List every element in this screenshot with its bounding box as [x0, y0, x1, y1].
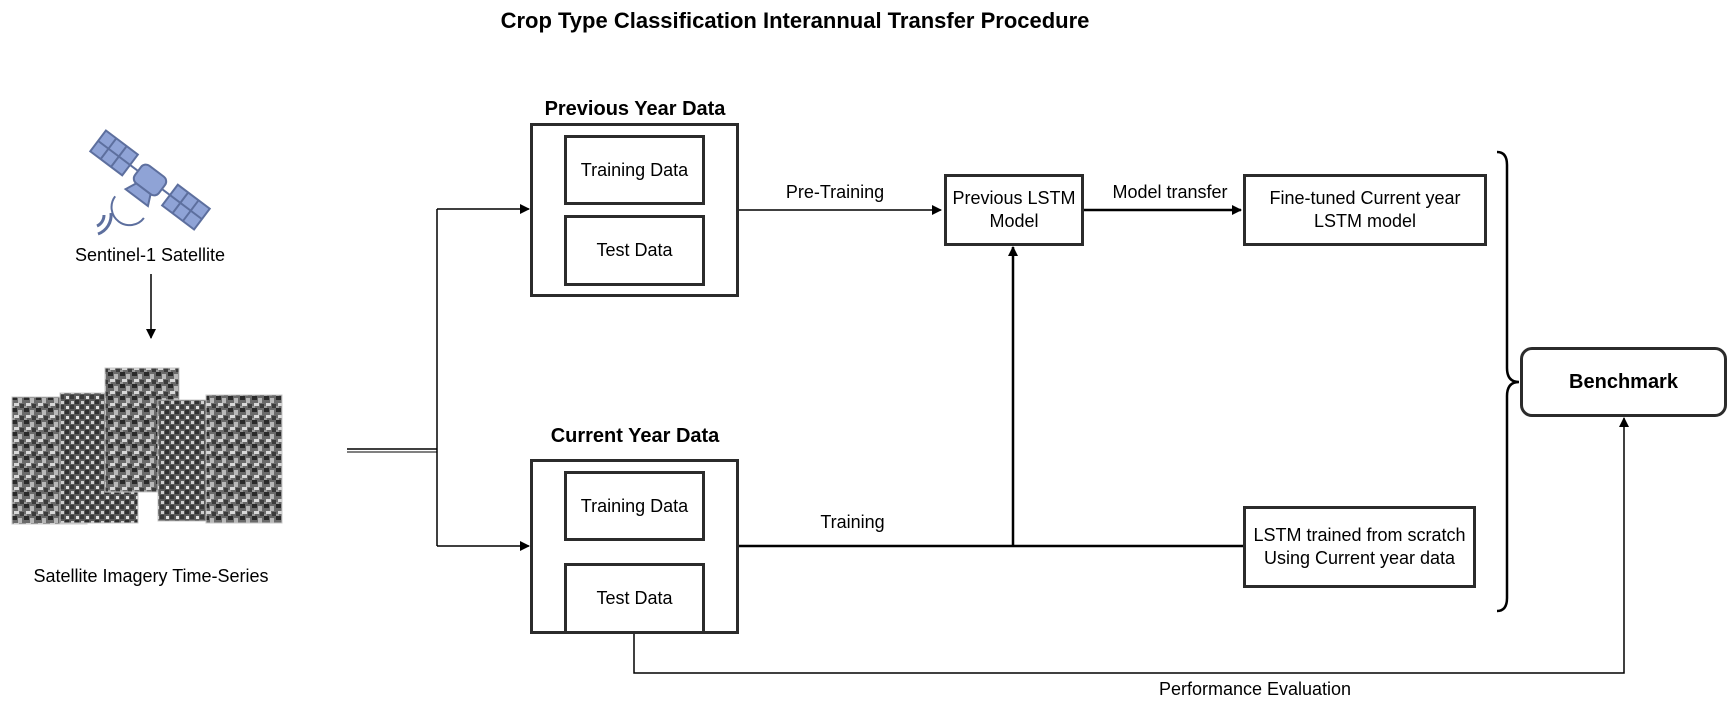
- current-year-title: Current Year Data: [550, 425, 720, 447]
- previous-lstm-model-box: Previous LSTM Model: [944, 174, 1084, 246]
- fine-tuned-model-line-1: Fine-tuned Current year: [1269, 188, 1461, 208]
- satellite-icon: [88, 129, 212, 231]
- previous-lstm-model-line-2: Model: [989, 211, 1039, 231]
- current-training-data-label: Training Data: [580, 495, 689, 516]
- diagram-title: Crop Type Classification Interannual Tra…: [500, 8, 1090, 33]
- previous-training-data-label: Training Data: [580, 159, 689, 180]
- current-training-data-box: Training Data: [564, 471, 705, 541]
- benchmark-box: Benchmark: [1520, 347, 1727, 417]
- previous-test-data-box: Test Data: [564, 215, 705, 286]
- current-test-data-box: Test Data: [564, 563, 705, 634]
- previous-year-title: Previous Year Data: [544, 98, 726, 120]
- pre-training-label: Pre-Training: [785, 182, 885, 202]
- benchmark-label: Benchmark: [1569, 370, 1678, 393]
- satellite-imagery-stack: [11, 367, 283, 525]
- training-label: Training: [820, 512, 885, 532]
- fine-tuned-model-line-2: LSTM model: [1313, 211, 1417, 231]
- fine-tuned-model-box: Fine-tuned Current year LSTM model: [1243, 174, 1487, 246]
- performance-evaluation-label: Performance Evaluation: [1158, 679, 1352, 699]
- current-test-data-label: Test Data: [596, 588, 673, 608]
- scratch-model-line-1: LSTM trained from scratch: [1253, 525, 1466, 545]
- satellite-label: Sentinel-1 Satellite: [74, 245, 226, 265]
- previous-test-data-label: Test Data: [596, 240, 673, 260]
- benchmark-brace: [1496, 150, 1520, 613]
- previous-year-group: [530, 123, 739, 297]
- model-transfer-label: Model transfer: [1112, 182, 1228, 202]
- signal-waves-icon: [96, 212, 113, 236]
- performance-evaluation-arrow: [633, 417, 1629, 674]
- scratch-model-line-2: Using Current year data: [1263, 548, 1456, 568]
- scratch-model-box: LSTM trained from scratch Using Current …: [1243, 506, 1476, 588]
- previous-lstm-model-line-1: Previous LSTM: [952, 188, 1076, 208]
- previous-training-data-box: Training Data: [564, 135, 705, 205]
- imagery-label: Satellite Imagery Time-Series: [33, 566, 269, 586]
